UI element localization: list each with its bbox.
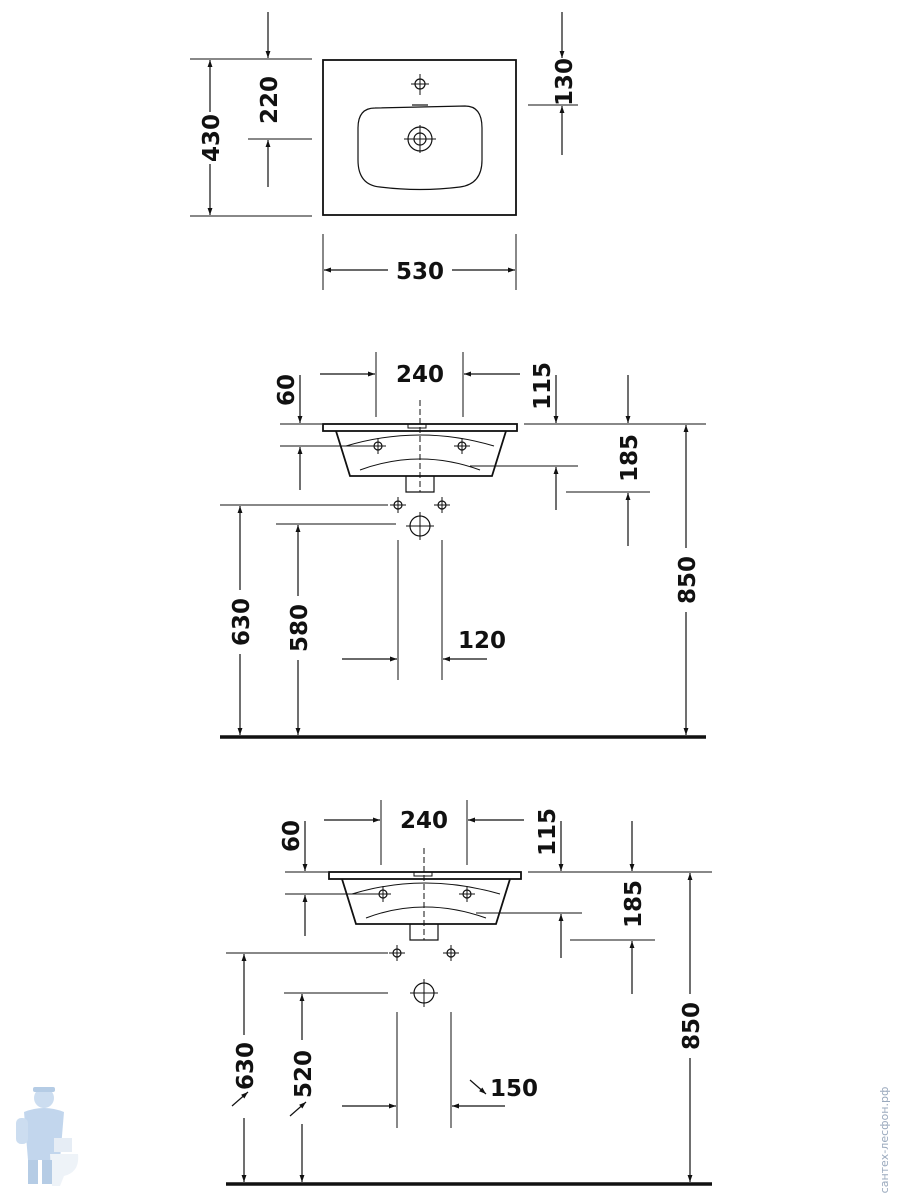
dim-supply-spacing: 150 <box>490 1076 538 1102</box>
dim-rim-to-tap: 130 <box>552 58 578 106</box>
dim-supply-spacing: 120 <box>458 628 506 654</box>
leader-arrow <box>231 1091 249 1107</box>
watermark-text: сантех-лесфон.рф <box>878 1087 891 1194</box>
plumber-with-toilet-icon <box>16 1087 79 1186</box>
fixing-hole-left <box>375 886 391 902</box>
dim-rim-to-fixing: 115 <box>530 362 556 410</box>
side-view-1: 240 60 115 185 850 630 580 120 <box>220 352 706 739</box>
dim-rim-height: 850 <box>675 556 701 604</box>
dim-rim-thickness: 60 <box>274 374 300 406</box>
top-view: 430 220 130 530 <box>190 12 578 290</box>
dim-rim-thickness: 60 <box>279 820 305 852</box>
bowl-inner-curve <box>365 906 487 919</box>
fixing-hole-left <box>370 438 386 454</box>
dim-supply-height: 630 <box>229 598 255 646</box>
supply-left <box>390 497 406 513</box>
basin-bowl-side <box>335 430 507 477</box>
dim-width: 530 <box>396 259 444 285</box>
dim-rim-to-fixing: 115 <box>535 808 561 856</box>
dim-waste-height: 520 <box>291 1050 317 1098</box>
basin-outline-plan <box>322 59 517 216</box>
dim-tap-to-drain: 220 <box>257 76 283 124</box>
leader-arrow <box>469 1079 487 1095</box>
side-view-2: 240 60 115 185 850 630 520 <box>226 800 712 1186</box>
waste-pipe <box>410 979 438 1007</box>
bowl-outline-plan <box>357 105 483 191</box>
bowl-inner-curve <box>345 434 495 447</box>
overflow-side <box>413 871 433 877</box>
waste-pipe <box>406 512 434 540</box>
dim-rim-height: 850 <box>679 1002 705 1050</box>
dim-waste-height: 580 <box>287 604 313 652</box>
fixing-hole-right <box>459 886 475 902</box>
dim-fixing-spacing: 240 <box>396 362 444 388</box>
leader-arrow <box>289 1101 307 1117</box>
fixing-hole-right <box>454 438 470 454</box>
tap-hole-plan <box>411 74 429 95</box>
bowl-inner-curve <box>351 882 501 895</box>
drain-plan <box>404 125 436 153</box>
dim-fixing-spacing: 240 <box>400 808 448 834</box>
dim-depth: 430 <box>199 114 225 162</box>
supply-right <box>434 497 450 513</box>
basin-bowl-side <box>341 878 511 925</box>
supply-left <box>389 945 405 961</box>
supply-right <box>443 945 459 961</box>
dim-supply-height: 630 <box>233 1042 259 1090</box>
dim-bowl-height: 185 <box>617 434 643 482</box>
overflow-side <box>407 423 427 429</box>
dim-bowl-height: 185 <box>621 880 647 928</box>
